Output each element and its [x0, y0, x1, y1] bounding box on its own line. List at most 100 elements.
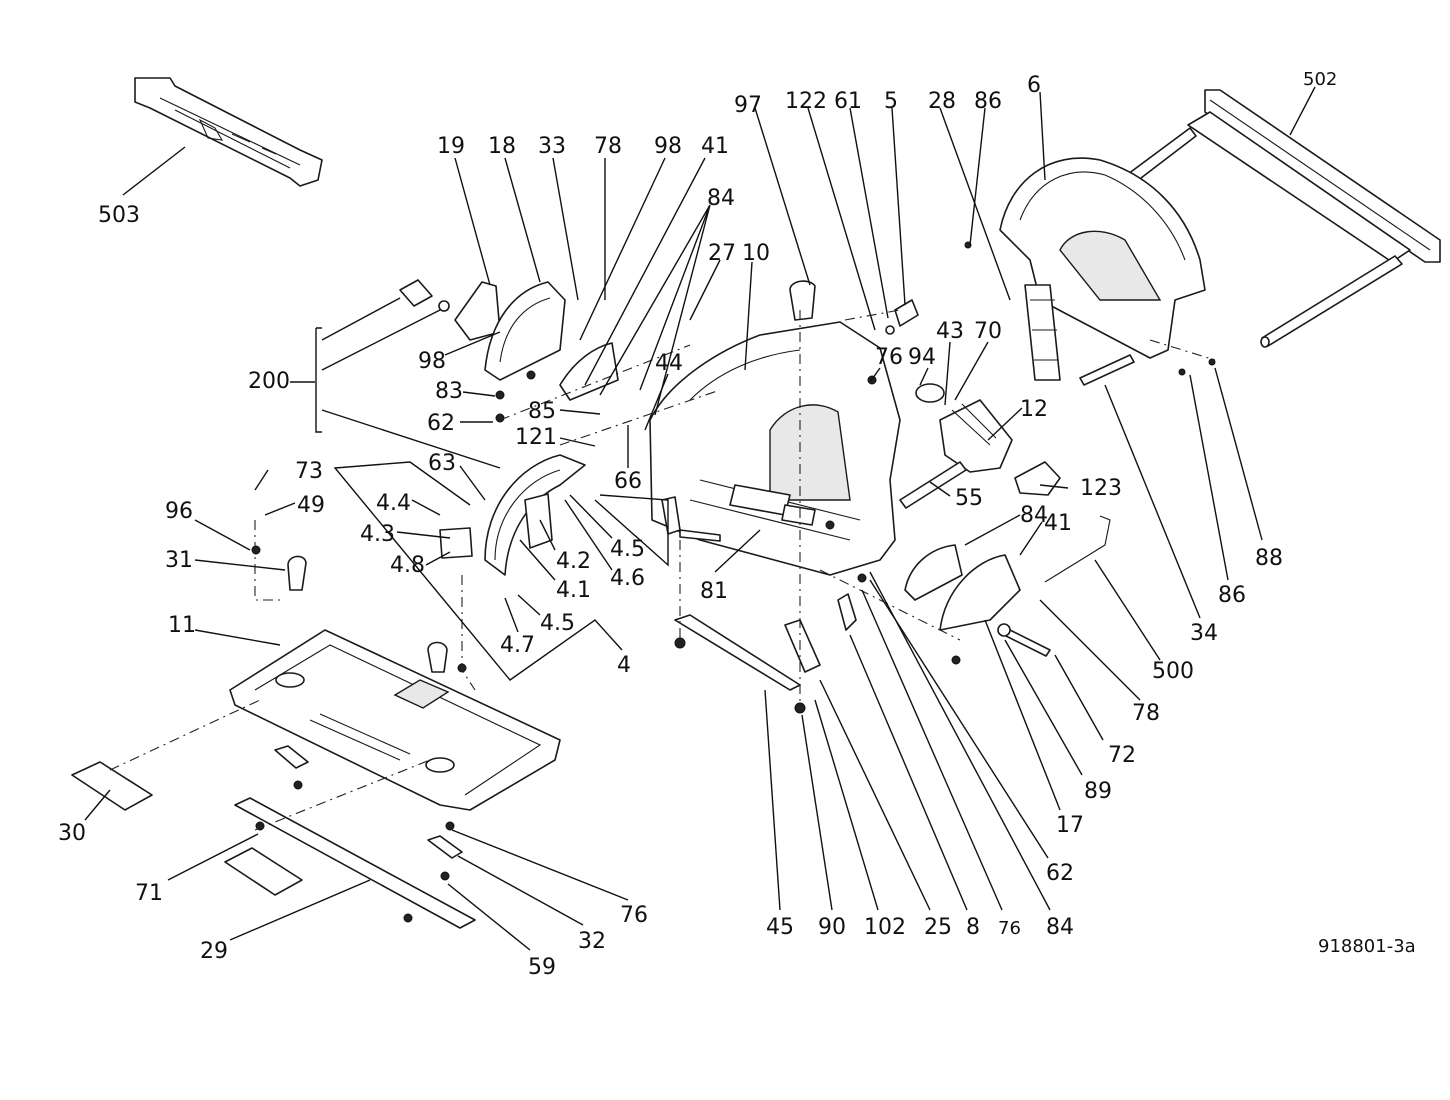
label-55: 55: [955, 486, 983, 511]
label-84a: 84: [707, 186, 735, 211]
label-12: 12: [1020, 397, 1048, 422]
part-labels: 503 502 200 19 18 33 78 98 41 84 98 83 6…: [58, 69, 1337, 980]
part-32-clamp: [427, 835, 463, 859]
label-84b: 84: [1020, 503, 1048, 528]
label-31: 31: [165, 548, 193, 573]
label-98b: 98: [418, 349, 446, 374]
label-17: 17: [1056, 813, 1084, 838]
part-11-base-plate: [229, 555, 561, 811]
label-121: 121: [515, 425, 557, 450]
label-98a: 98: [654, 134, 682, 159]
part-4-angle-assembly: [439, 454, 586, 576]
label-41b: 41: [1044, 511, 1072, 536]
label-83: 83: [435, 379, 463, 404]
label-66: 66: [614, 469, 642, 494]
label-81: 81: [700, 579, 728, 604]
label-33: 33: [538, 134, 566, 159]
label-503: 503: [98, 203, 140, 228]
label-32: 32: [578, 929, 606, 954]
label-44: 44: [655, 351, 683, 376]
part-18-angle-segment: [484, 281, 566, 381]
label-4-7: 4.7: [500, 633, 535, 658]
label-89: 89: [1084, 779, 1112, 804]
leader-lines: [84, 86, 1316, 951]
part-6-blade-guard: [999, 157, 1206, 381]
part-502-parallel-guide: [1119, 89, 1441, 348]
label-34: 34: [1190, 621, 1218, 646]
part-10-motor-housing: [649, 321, 901, 576]
label-4-2: 4.2: [556, 549, 591, 574]
part-17-lower-guard: [939, 554, 1021, 631]
part-8-bracket: [837, 593, 857, 631]
label-122: 122: [785, 89, 827, 114]
label-28: 28: [928, 89, 956, 114]
part-41-bracket: [559, 342, 619, 401]
label-78a: 78: [594, 134, 622, 159]
part-knob-200: [399, 279, 450, 312]
label-502: 502: [1303, 69, 1337, 90]
part-12-dust-spout: [915, 383, 1013, 473]
label-94: 94: [908, 345, 936, 370]
part-19-bracket: [454, 281, 501, 341]
label-4-8: 4.8: [390, 553, 425, 578]
part-71-stop: [224, 847, 303, 896]
part-5-knob: [885, 299, 919, 335]
label-4-1: 4.1: [556, 578, 591, 603]
part-30-stop: [71, 761, 153, 811]
label-4-5a: 4.5: [610, 537, 645, 562]
label-88: 88: [1255, 546, 1283, 571]
label-73: 73: [295, 459, 323, 484]
label-72: 72: [1108, 743, 1136, 768]
label-30: 30: [58, 821, 86, 846]
part-500-hex-key: [1044, 515, 1111, 583]
label-62b: 62: [1046, 861, 1074, 886]
part-45-base-bracket: [674, 614, 821, 691]
part-81-bolt: [661, 496, 721, 542]
part-97-tube: [789, 280, 816, 321]
label-63: 63: [428, 451, 456, 476]
part-34-rod: [1079, 354, 1135, 386]
label-10: 10: [742, 241, 770, 266]
part-41-right-bracket: [904, 544, 963, 601]
label-41a: 41: [701, 134, 729, 159]
label-4-3: 4.3: [360, 522, 395, 547]
label-6: 6: [1027, 73, 1041, 98]
label-11: 11: [168, 613, 196, 638]
label-5: 5: [884, 89, 898, 114]
label-43: 43: [936, 319, 964, 344]
small-fasteners: [251, 241, 1216, 923]
assembly-axis-lines: [109, 309, 1216, 831]
label-76a: 76: [875, 345, 903, 370]
label-59: 59: [528, 955, 556, 980]
label-27: 27: [708, 241, 736, 266]
label-86b: 86: [1218, 583, 1246, 608]
part-72-bolt: [997, 623, 1051, 657]
label-19: 19: [437, 134, 465, 159]
label-84c: 84: [1046, 915, 1074, 940]
label-49: 49: [297, 493, 325, 518]
part-55-rod: [899, 461, 967, 509]
label-500: 500: [1152, 659, 1194, 684]
label-8: 8: [966, 915, 980, 940]
label-61: 61: [834, 89, 862, 114]
label-4-6: 4.6: [610, 566, 645, 591]
label-71: 71: [135, 881, 163, 906]
label-97: 97: [734, 93, 762, 118]
label-102: 102: [864, 915, 906, 940]
part-123-adapter: [1014, 461, 1061, 496]
label-90: 90: [818, 915, 846, 940]
part-29-rail: [234, 797, 476, 929]
part-503-scale-plate: [134, 77, 323, 187]
label-86a: 86: [974, 89, 1002, 114]
label-29: 29: [200, 939, 228, 964]
label-62a: 62: [427, 411, 455, 436]
label-25: 25: [924, 915, 952, 940]
label-4: 4: [617, 653, 631, 678]
label-18: 18: [488, 134, 516, 159]
label-70: 70: [974, 319, 1002, 344]
document-code: 918801-3a: [1318, 936, 1416, 957]
label-96: 96: [165, 499, 193, 524]
label-200: 200: [248, 369, 290, 394]
label-76c: 76: [998, 918, 1021, 939]
